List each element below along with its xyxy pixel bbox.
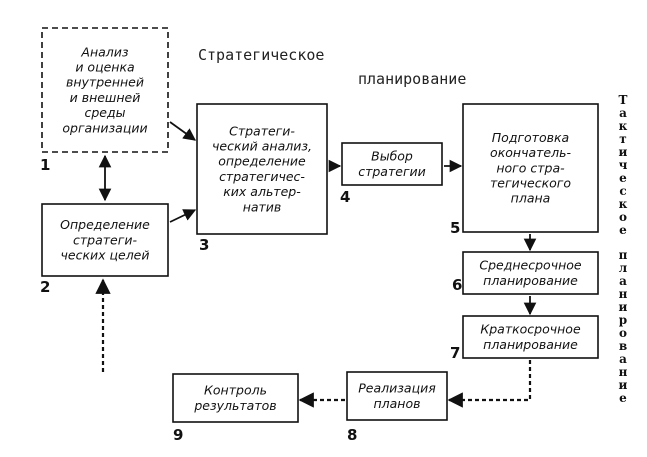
- edge-n1-to-n3: [169, 121, 197, 141]
- node-number: 5: [450, 219, 460, 237]
- node-label-line: стратегии: [358, 164, 426, 179]
- node-label-line: Среднесрочное: [479, 258, 582, 273]
- node-label-line: планирование: [483, 337, 578, 352]
- node-box: [462, 103, 599, 233]
- node-label-line: планов: [373, 396, 420, 411]
- strategic-planning-label-line2: планирование: [358, 70, 466, 88]
- node-label-line: Контроль: [204, 383, 267, 398]
- node-box: [341, 142, 443, 186]
- node-number: 3: [199, 236, 209, 254]
- node-label-line: ческий анализ,: [212, 138, 312, 153]
- node-label-line: и оценка: [75, 59, 134, 74]
- node-label-line: Краткосрочное: [480, 322, 581, 337]
- node-number: 7: [450, 344, 460, 362]
- node-label-line: стратегичес-: [219, 169, 305, 184]
- edge-n2-to-n3: [169, 209, 197, 223]
- strategic-planning-label-line1: Стратегическое: [198, 46, 324, 64]
- node-label-line: Определение: [60, 217, 150, 232]
- node-label-line: Реализация: [358, 381, 436, 396]
- node-label-line: ких альтер-: [223, 184, 301, 199]
- node-box: [462, 251, 599, 295]
- node-label-line: ного стра-: [496, 160, 565, 175]
- node-number: 9: [173, 426, 183, 444]
- node-box: [462, 315, 599, 359]
- node-label-line: Анализ: [80, 44, 128, 59]
- node-label-line: планирование: [483, 273, 578, 288]
- edge-n7-to-n8: [447, 360, 532, 408]
- node-label-line: внутренней: [66, 75, 144, 90]
- node-box: [172, 373, 299, 423]
- node-number: 8: [347, 426, 357, 444]
- node-box: [346, 371, 448, 421]
- node-label-line: организации: [62, 120, 147, 135]
- node-box: [41, 203, 169, 277]
- node-label-line: Стратеги-: [229, 123, 295, 138]
- edges-layer: [95, 121, 537, 408]
- node-label-line: и внешней: [70, 90, 141, 105]
- node-label-line: стратеги-: [73, 232, 137, 247]
- node-label-line: натив: [243, 199, 282, 214]
- node-box: [196, 103, 328, 235]
- node-label-line: среды: [84, 105, 125, 120]
- node-label-line: тегического: [490, 175, 571, 190]
- node-label-line: Выбор: [371, 149, 413, 164]
- node-label-line: определение: [218, 154, 306, 169]
- node-label-line: окончатель-: [490, 145, 571, 160]
- node-box: [41, 27, 169, 153]
- node-number: 2: [40, 278, 50, 296]
- node-label-line: Подготовка: [492, 130, 569, 145]
- node-label-line: результатов: [193, 398, 276, 413]
- node-number: 4: [340, 188, 350, 206]
- node-number: 1: [40, 156, 50, 174]
- node-number: 6: [452, 276, 462, 294]
- node-label-line: ческих целей: [61, 247, 150, 262]
- node-label-line: плана: [511, 191, 551, 206]
